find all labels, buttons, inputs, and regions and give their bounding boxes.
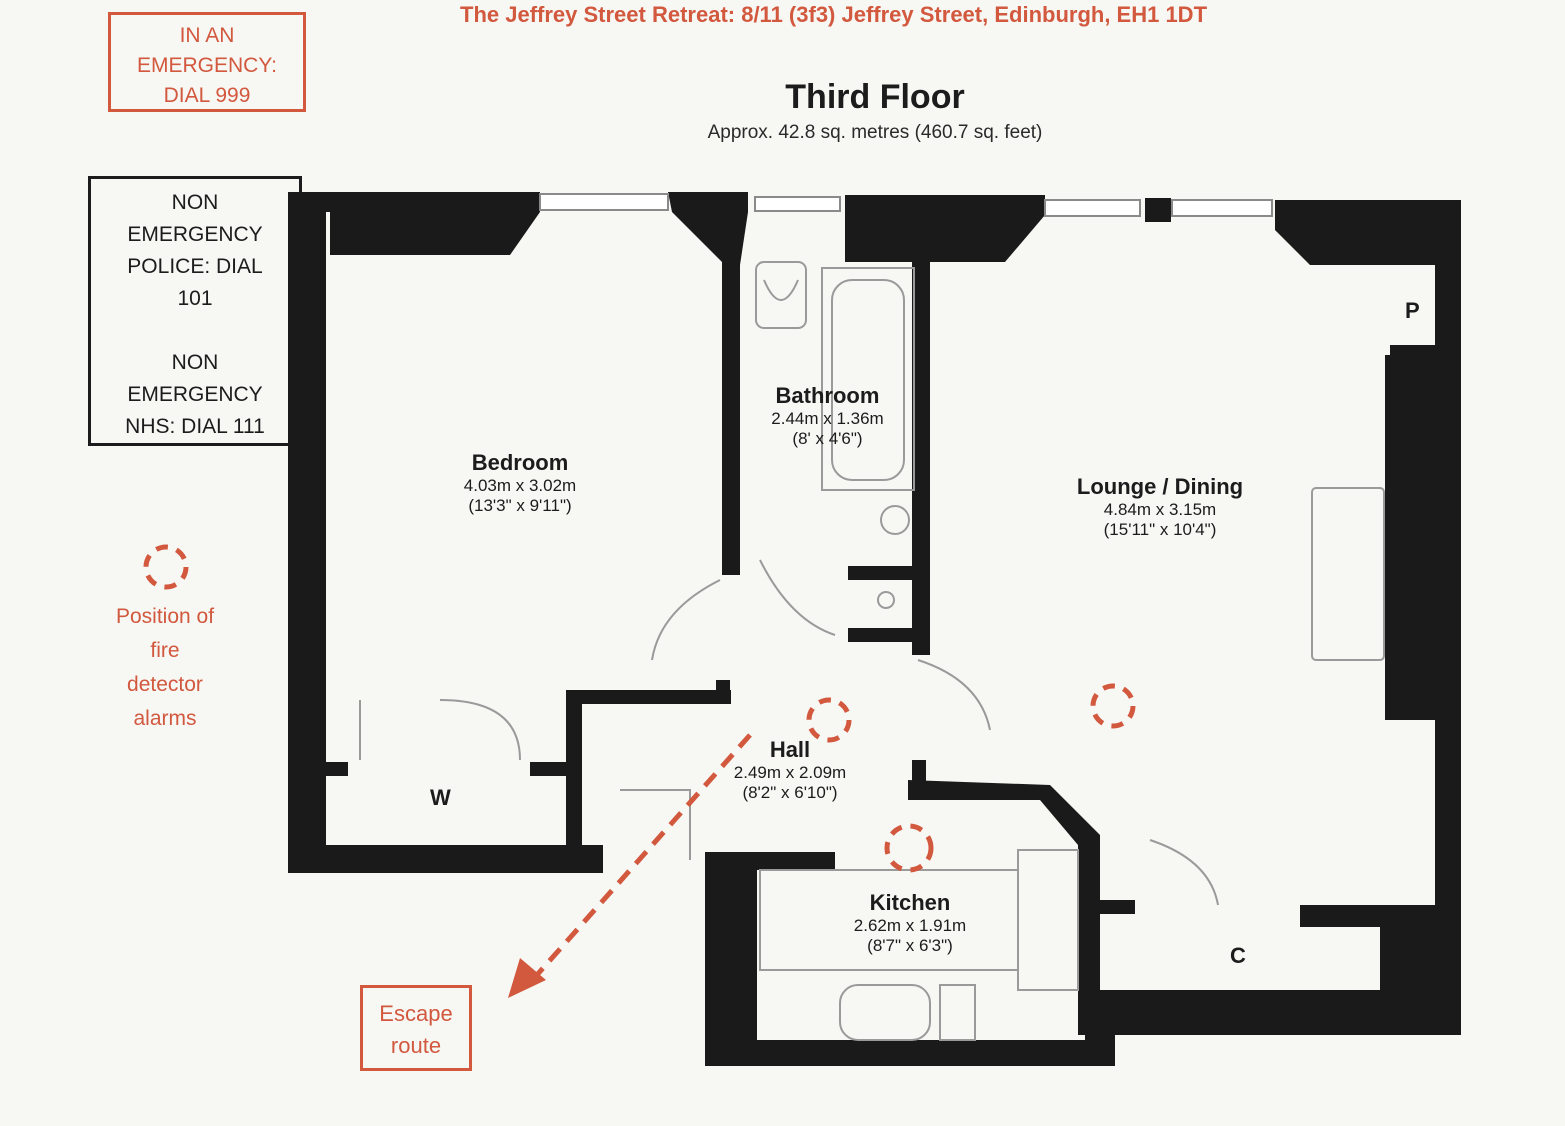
legend-line-1: Position of bbox=[115, 605, 215, 628]
hall-label: Hall 2.49m x 2.09m (8'2" x 6'10") bbox=[700, 737, 880, 803]
fire-detector-legend: Position of fire detector alarms bbox=[90, 600, 240, 736]
kitchen-label: Kitchen 2.62m x 1.91m (8'7" x 6'3") bbox=[815, 890, 1005, 956]
windows bbox=[539, 193, 1273, 217]
legend-line-3: detector bbox=[127, 673, 203, 696]
kitchen-name: Kitchen bbox=[869, 890, 951, 915]
press-marker: P bbox=[1405, 298, 1420, 323]
bathroom-metric: 2.44m x 1.36m bbox=[771, 409, 884, 428]
bathroom-label: Bathroom 2.44m x 1.36m (8' x 4'6") bbox=[735, 383, 920, 449]
kitchen-metric: 2.62m x 1.91m bbox=[853, 916, 967, 935]
lounge-name: Lounge / Dining bbox=[1076, 474, 1244, 499]
nhs-line-2: EMERGENCY bbox=[127, 383, 263, 406]
emergency-notice: IN AN EMERGENCY: DIAL 999 bbox=[108, 12, 306, 112]
bathroom-name: Bathroom bbox=[775, 383, 880, 408]
hall-detector-icon bbox=[806, 697, 852, 743]
legend-detector-icon bbox=[143, 544, 189, 590]
lounge-detector-icon bbox=[1090, 683, 1136, 729]
lounge-imperial: (15'11" x 10'4") bbox=[1103, 520, 1217, 539]
fixtures bbox=[359, 261, 1385, 1041]
wardrobe-marker: W bbox=[430, 785, 451, 810]
fire-detectors bbox=[143, 544, 1136, 873]
police-line-3: POLICE: DIAL bbox=[127, 255, 263, 278]
escape-route-label: Escape route bbox=[360, 985, 472, 1071]
bathroom-imperial: (8' x 4'6") bbox=[792, 429, 863, 448]
lounge-label: Lounge / Dining 4.84m x 3.15m (15'11" x … bbox=[1040, 474, 1280, 540]
hall-metric: 2.49m x 2.09m bbox=[733, 763, 847, 782]
police-line-2: EMERGENCY bbox=[127, 223, 263, 246]
escape-line-1: Escape bbox=[379, 1001, 453, 1026]
emergency-line-3: DIAL 999 bbox=[163, 84, 251, 107]
legend-line-2: fire bbox=[150, 639, 180, 662]
property-address: The Jeffrey Street Retreat: 8/11 (3f3) J… bbox=[460, 2, 1208, 27]
non-emergency-notice: NON EMERGENCY POLICE: DIAL 101 NON EMERG… bbox=[88, 176, 302, 446]
nhs-line-3: NHS: DIAL 111 bbox=[125, 415, 265, 438]
escape-route-arrow bbox=[508, 733, 752, 998]
cupboard-marker: C bbox=[1230, 943, 1246, 968]
bedroom-name: Bedroom bbox=[471, 450, 569, 475]
hall-name: Hall bbox=[769, 737, 811, 762]
bedroom-metric: 4.03m x 3.02m bbox=[463, 476, 577, 495]
emergency-line-1: IN AN bbox=[179, 24, 235, 47]
floor-title: Third Floor bbox=[785, 78, 965, 116]
emergency-line-2: EMERGENCY: bbox=[136, 54, 278, 77]
lounge-metric: 4.84m x 3.15m bbox=[1103, 500, 1217, 519]
kitchen-imperial: (8'7" x 6'3") bbox=[867, 936, 953, 955]
kitchen-detector-icon bbox=[884, 823, 934, 873]
police-line-4: 101 bbox=[177, 287, 213, 310]
floor-area: Approx. 42.8 sq. metres (460.7 sq. feet) bbox=[707, 122, 1043, 143]
legend-line-4: alarms bbox=[133, 707, 197, 730]
hall-imperial: (8'2" x 6'10") bbox=[742, 783, 838, 802]
police-line-1: NON bbox=[171, 191, 219, 214]
escape-line-2: route bbox=[390, 1033, 442, 1058]
bedroom-label: Bedroom 4.03m x 3.02m (13'3" x 9'11") bbox=[420, 450, 620, 516]
walls bbox=[288, 192, 1461, 1066]
nhs-line-1: NON bbox=[171, 351, 219, 374]
bedroom-imperial: (13'3" x 9'11") bbox=[468, 496, 572, 515]
